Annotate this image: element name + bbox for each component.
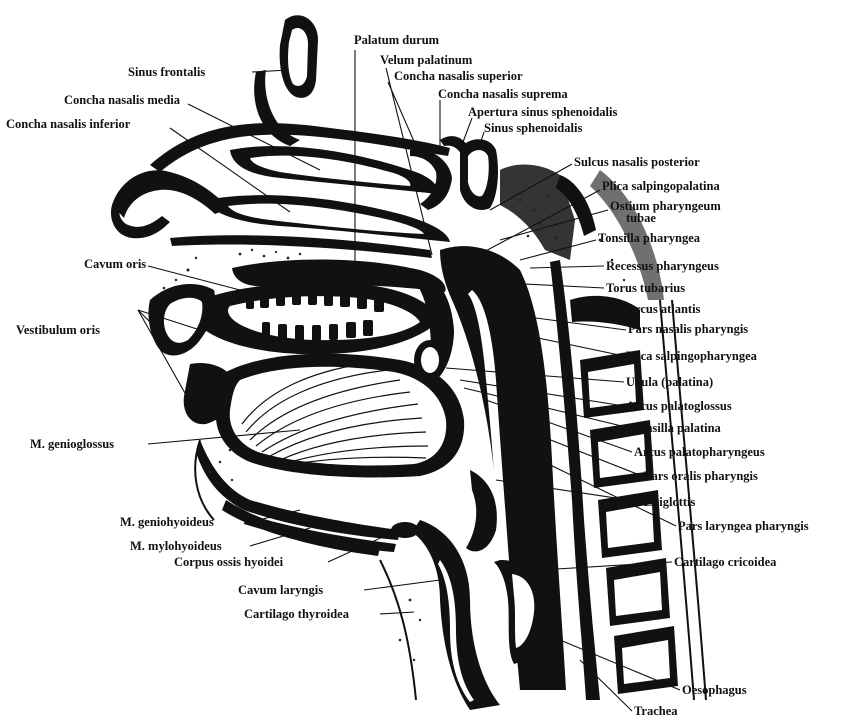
label-sinus-sphenoidalis: Sinus sphenoidalis [484,121,582,135]
label-cartilago-thyroidea: Cartilago thyroidea [244,607,350,621]
label-arcus-atlantis: Arcus atlantis [626,302,701,316]
label-concha-nasalis-superior: Concha nasalis superior [394,69,523,83]
label-oesophagus: Oesophagus [682,683,747,697]
label-plica-salpingopharyngea: Plica salpingopharyngea [626,349,758,363]
label-arcus-palatopharyngeus: Arcus palatopharyngeus [634,445,765,459]
label-pars-laryngea-pharyngis: Pars laryngea pharyngis [678,519,809,533]
label-velum-palatinum: Velum palatinum [380,53,473,67]
label-pars-nasalis-pharyngis: Pars nasalis pharyngis [628,322,748,336]
label-tonsilla-pharyngea: Tonsilla pharyngea [598,231,701,245]
label-trachea: Trachea [634,704,678,718]
label-sinus-frontalis: Sinus frontalis [128,65,205,79]
label-m-mylohyoideus: M. mylohyoideus [130,539,222,553]
label-vestibulum-oris: Vestibulum oris [16,323,100,337]
skull-base-drawing [500,165,596,260]
label-ostium-pharyngeum-tubae: tubae [626,211,656,225]
label-tonsilla-palatina: Tonsilla palatina [632,421,722,435]
label-m-geniohyoideus: M. geniohyoideus [120,515,214,529]
label-concha-nasalis-media: Concha nasalis media [64,93,181,107]
label-concha-nasalis-suprema: Concha nasalis suprema [438,87,568,101]
label-pars-oralis-pharyngis: Pars oralis pharyngis [644,469,758,483]
label-epiglottis: Epiglottis [644,495,696,509]
label-corpus-ossis-hyoidei: Corpus ossis hyoidei [174,555,284,569]
label-torus-tubarius: Torus tubarius [606,281,685,295]
label-uvula: Uvula (palatina) [626,375,713,389]
label-m-genioglossus: M. genioglossus [30,437,114,451]
label-cavum-oris: Cavum oris [84,257,146,271]
label-cavum-laryngis: Cavum laryngis [238,583,323,597]
label-palatum-durum: Palatum durum [354,33,440,47]
neck-outline-drawing [195,440,416,700]
label-arcus-palatoglossus: Arcus palatoglossus [626,399,732,413]
sphenoid-sinus-drawing [460,139,498,210]
label-sulcus-nasalis-posterior: Sulcus nasalis posterior [574,155,700,169]
hyoid-drawing [391,522,419,538]
illustration [111,15,706,710]
label-concha-nasalis-inferior: Concha nasalis inferior [6,117,131,131]
label-recessus-pharyngeus: Recessus pharyngeus [606,259,719,273]
label-apertura-sinus-sphenoidalis: Apertura sinus sphenoidalis [468,105,617,119]
label-cartilago-cricoidea: Cartilago cricoidea [674,555,777,569]
label-plica-salpingopalatina: Plica salpingopalatina [602,179,720,193]
